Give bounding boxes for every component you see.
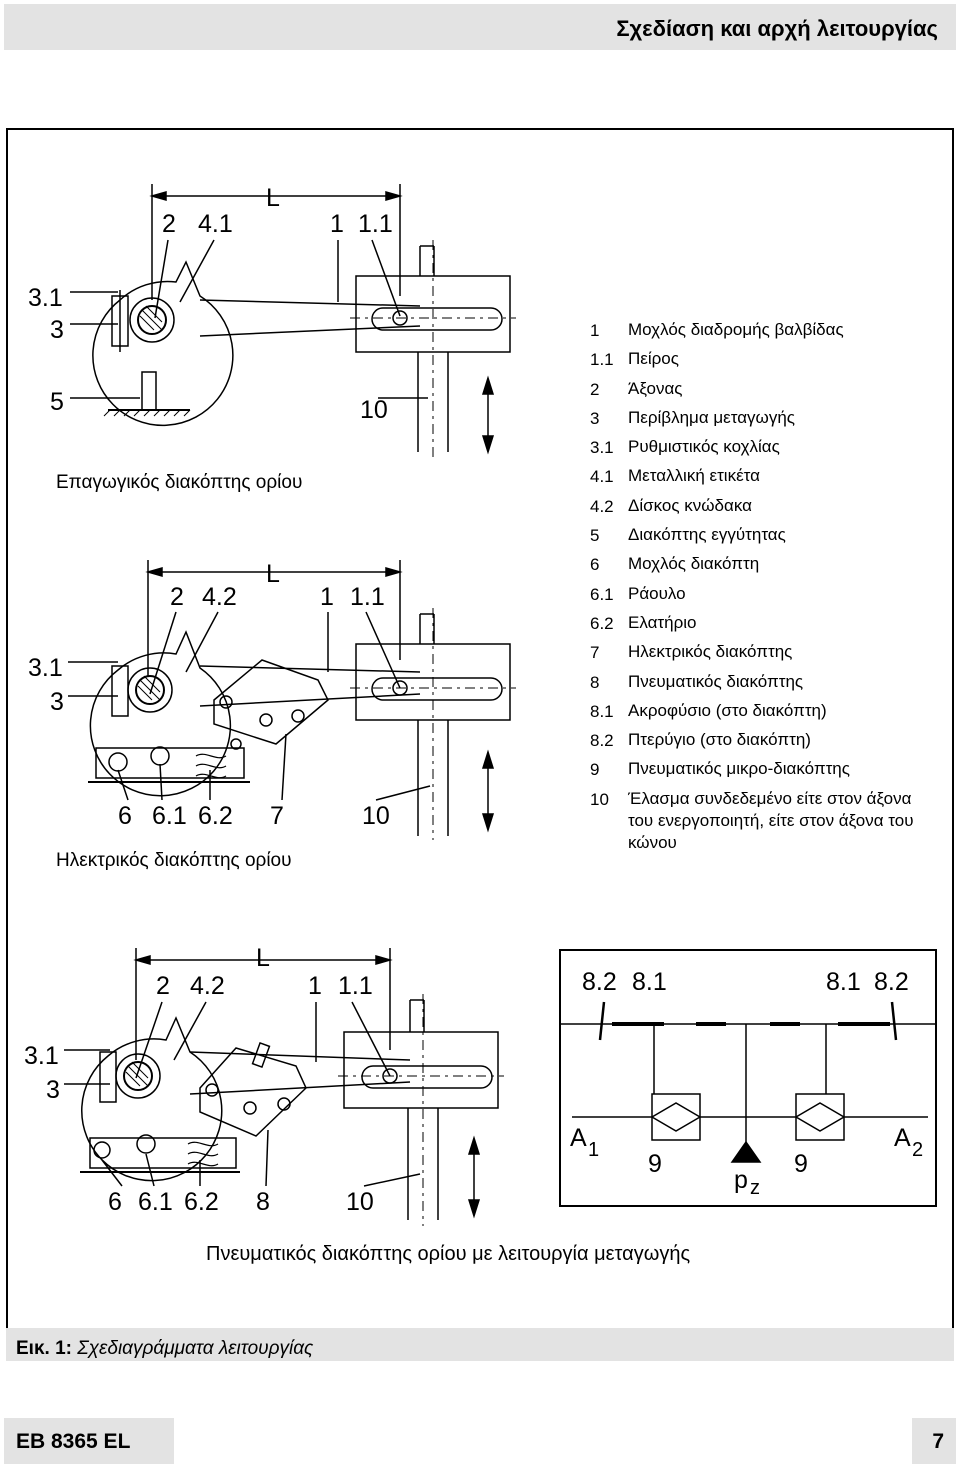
label-10: 10 bbox=[346, 1188, 374, 1216]
caption-label: Εικ. 1: bbox=[16, 1338, 72, 1359]
label-3-1: 3.1 bbox=[24, 1042, 59, 1070]
dim-L: L bbox=[266, 560, 280, 588]
label-6-2: 6.2 bbox=[184, 1188, 219, 1216]
label-7: 7 bbox=[270, 802, 284, 830]
footer-doc-id: EB 8365 EL bbox=[16, 1430, 131, 1453]
port-a2-sub: 2 bbox=[912, 1139, 923, 1161]
label-8-2: 8.2 bbox=[874, 968, 909, 996]
caption-bar bbox=[6, 1328, 954, 1361]
label-1-1: 1.1 bbox=[338, 972, 373, 1000]
label-5: 5 bbox=[50, 388, 64, 416]
footer-page-box: 7 bbox=[912, 1418, 956, 1464]
port-a1: A bbox=[570, 1124, 587, 1152]
port-a1-sub: 1 bbox=[588, 1139, 599, 1161]
label-4-2: 4.2 bbox=[202, 583, 237, 611]
label-3: 3 bbox=[50, 688, 64, 716]
page-header: Σχεδίαση και αρχή λειτουργίας bbox=[4, 4, 956, 50]
label-2: 2 bbox=[156, 972, 170, 1000]
caption-text: Σχεδιαγράμματα λειτουργίας bbox=[77, 1338, 314, 1359]
label-10: 10 bbox=[360, 396, 388, 424]
label-6-1: 6.1 bbox=[138, 1188, 173, 1216]
supply-p: p bbox=[734, 1166, 748, 1194]
valve-9-left: 9 bbox=[648, 1150, 662, 1178]
pneumatic-switch-drawing: L 2 4.2 1 1.1 3.1 3 bbox=[24, 944, 504, 1226]
label-1: 1 bbox=[330, 210, 344, 238]
label-10: 10 bbox=[362, 802, 390, 830]
footer-doc-id-box: EB 8365 EL bbox=[4, 1418, 174, 1464]
caption-pneumatic: Πνευματικός διακόπτης ορίου με λειτουργί… bbox=[206, 1243, 690, 1265]
label-8-2: 8.2 bbox=[582, 968, 617, 996]
label-3-1: 3.1 bbox=[28, 284, 63, 312]
figure-caption: Εικ. 1: Σχεδιαγράμματα λειτουργίας bbox=[16, 1338, 313, 1360]
label-6-2: 6.2 bbox=[198, 802, 233, 830]
label-3-1: 3.1 bbox=[28, 654, 63, 682]
label-6: 6 bbox=[108, 1188, 122, 1216]
label-3: 3 bbox=[46, 1076, 60, 1104]
section-title: Σχεδίαση και αρχή λειτουργίας bbox=[616, 16, 938, 41]
valve-9-right: 9 bbox=[794, 1150, 808, 1178]
pneumatic-schematic bbox=[559, 949, 937, 1207]
supply-p-sub: z bbox=[750, 1177, 760, 1199]
caption-electric: Ηλεκτρικός διακόπτης ορίου bbox=[56, 850, 292, 871]
label-6-1: 6.1 bbox=[152, 802, 187, 830]
inductive-switch-drawing: L 2 4.1 1 1.1 3.1 3 5 10 bbox=[28, 184, 516, 460]
electric-switch-drawing: L 2 4.2 1 1.1 3.1 3 bbox=[28, 560, 516, 840]
page-number: 7 bbox=[932, 1430, 944, 1453]
label-8-1: 8.1 bbox=[826, 968, 861, 996]
label-4-2: 4.2 bbox=[190, 972, 225, 1000]
label-3: 3 bbox=[50, 316, 64, 344]
caption-inductive: Επαγωγικός διακόπτης ορίου bbox=[56, 472, 302, 493]
dim-L: L bbox=[256, 944, 270, 972]
port-a2: A bbox=[894, 1124, 911, 1152]
label-4-1: 4.1 bbox=[198, 210, 233, 238]
label-1: 1 bbox=[308, 972, 322, 1000]
label-8: 8 bbox=[256, 1188, 270, 1216]
label-2: 2 bbox=[162, 210, 176, 238]
label-1-1: 1.1 bbox=[358, 210, 393, 238]
label-8-1: 8.1 bbox=[632, 968, 667, 996]
label-6: 6 bbox=[118, 802, 132, 830]
label-1: 1 bbox=[320, 583, 334, 611]
dim-L: L bbox=[266, 184, 280, 212]
label-2: 2 bbox=[170, 583, 184, 611]
label-1-1: 1.1 bbox=[350, 583, 385, 611]
